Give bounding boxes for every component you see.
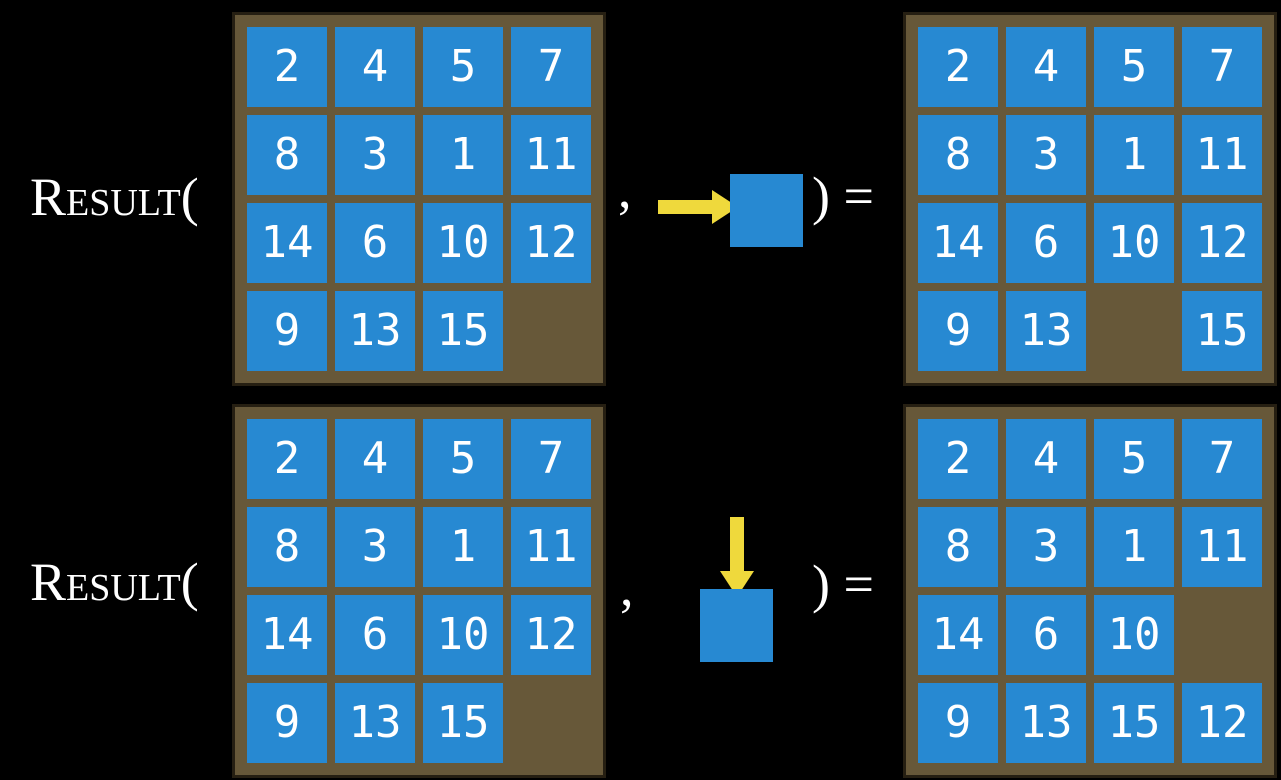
- puzzle-tile: 4: [335, 419, 415, 499]
- empty-cell: [511, 291, 591, 371]
- puzzle-tile: 12: [1182, 683, 1262, 763]
- puzzle-tile: 14: [247, 203, 327, 283]
- comma-separator: ,: [620, 557, 634, 617]
- puzzle-tile: 8: [918, 115, 998, 195]
- puzzle-tile: 15: [1182, 291, 1262, 371]
- puzzle-tile: 9: [247, 291, 327, 371]
- action-blank-tile: [730, 174, 803, 247]
- puzzle-tile: 12: [511, 595, 591, 675]
- puzzle-tile: 11: [1182, 507, 1262, 587]
- puzzle-tile: 9: [918, 291, 998, 371]
- puzzle-tile: 2: [918, 419, 998, 499]
- comma-separator: ,: [618, 159, 632, 219]
- arrow-down-icon: [720, 517, 754, 597]
- puzzle-tile: 8: [247, 507, 327, 587]
- empty-cell: [1094, 291, 1174, 371]
- puzzle-tile: 10: [423, 203, 503, 283]
- puzzle-tile: 12: [1182, 203, 1262, 283]
- puzzle-tile: 3: [335, 507, 415, 587]
- puzzle-tile: 8: [247, 115, 327, 195]
- puzzle-tile: 6: [335, 595, 415, 675]
- puzzle-tile: 2: [247, 27, 327, 107]
- result-function-label: Result(: [30, 552, 199, 612]
- puzzle-tile: 5: [423, 27, 503, 107]
- puzzle-tile: 13: [335, 683, 415, 763]
- puzzle-tile: 7: [511, 419, 591, 499]
- puzzle-tile: 15: [423, 683, 503, 763]
- puzzle-tile: 5: [1094, 27, 1174, 107]
- puzzle-tile: 11: [511, 115, 591, 195]
- puzzle-tile: 10: [1094, 203, 1174, 283]
- puzzle-tile: 14: [918, 595, 998, 675]
- puzzle-tile: 13: [1006, 683, 1086, 763]
- puzzle-tile: 9: [247, 683, 327, 763]
- puzzle-tile: 1: [423, 507, 503, 587]
- puzzle-tile: 13: [1006, 291, 1086, 371]
- puzzle-tile: 3: [1006, 507, 1086, 587]
- result-function-label: Result(: [30, 167, 199, 227]
- puzzle-tile: 4: [1006, 27, 1086, 107]
- puzzle-tile: 5: [423, 419, 503, 499]
- puzzle-tile: 2: [918, 27, 998, 107]
- puzzle-tile: 15: [423, 291, 503, 371]
- puzzle-tile: 7: [1182, 419, 1262, 499]
- puzzle-tile: 9: [918, 683, 998, 763]
- puzzle-tile: 11: [511, 507, 591, 587]
- puzzle-tile: 6: [1006, 595, 1086, 675]
- puzzle-tile: 8: [918, 507, 998, 587]
- puzzle-tile: 11: [1182, 115, 1262, 195]
- puzzle-tile: 10: [1094, 595, 1174, 675]
- puzzle-tile: 5: [1094, 419, 1174, 499]
- puzzle-tile: 2: [247, 419, 327, 499]
- puzzle-tile: 1: [423, 115, 503, 195]
- puzzle-tile: 6: [335, 203, 415, 283]
- puzzle-tile: 4: [335, 27, 415, 107]
- puzzle-tile: 7: [511, 27, 591, 107]
- puzzle-tile: 4: [1006, 419, 1086, 499]
- empty-cell: [1182, 595, 1262, 675]
- puzzle-tile: 14: [247, 595, 327, 675]
- puzzle-tile: 7: [1182, 27, 1262, 107]
- puzzle-tile: 6: [1006, 203, 1086, 283]
- puzzle-tile: 3: [335, 115, 415, 195]
- puzzle-tile: 3: [1006, 115, 1086, 195]
- puzzle-tile: 1: [1094, 115, 1174, 195]
- puzzle-tile: 12: [511, 203, 591, 283]
- close-paren-equals: ) =: [812, 166, 874, 226]
- puzzle-tile: 14: [918, 203, 998, 283]
- puzzle-tile: 10: [423, 595, 503, 675]
- puzzle-tile: 1: [1094, 507, 1174, 587]
- close-paren-equals: ) =: [812, 554, 874, 614]
- arrow-right-icon: [658, 190, 738, 224]
- action-blank-tile: [700, 589, 773, 662]
- empty-cell: [511, 683, 591, 763]
- puzzle-tile: 15: [1094, 683, 1174, 763]
- puzzle-tile: 13: [335, 291, 415, 371]
